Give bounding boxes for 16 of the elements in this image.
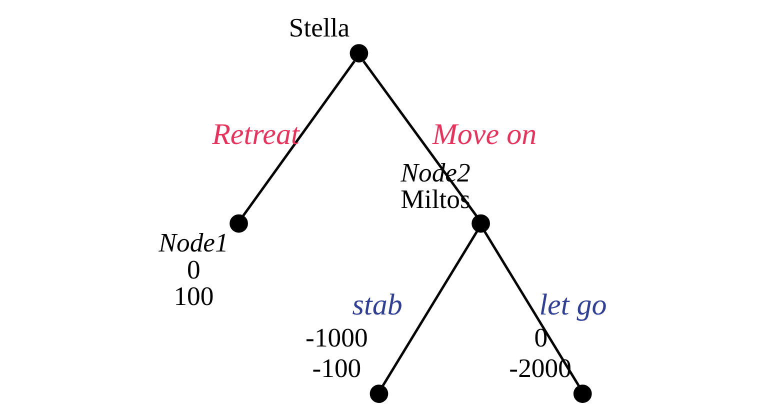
edge-label: Move on (432, 118, 536, 152)
edge-label: let go (538, 288, 606, 322)
connector (381, 230, 478, 386)
node-circle (471, 214, 490, 233)
node-label: Stella (288, 12, 350, 42)
node-circle (369, 384, 388, 403)
connector (362, 60, 478, 217)
node-circle (349, 44, 368, 62)
connector (483, 230, 580, 386)
edge-label: Retreat (212, 118, 299, 152)
node-circle (572, 384, 592, 403)
edge-label: stab (352, 288, 402, 322)
node-label: 0 -2000 (508, 322, 571, 383)
node-circle (229, 214, 248, 233)
connector (241, 60, 355, 217)
node-label: -1000 -100 (305, 322, 368, 383)
